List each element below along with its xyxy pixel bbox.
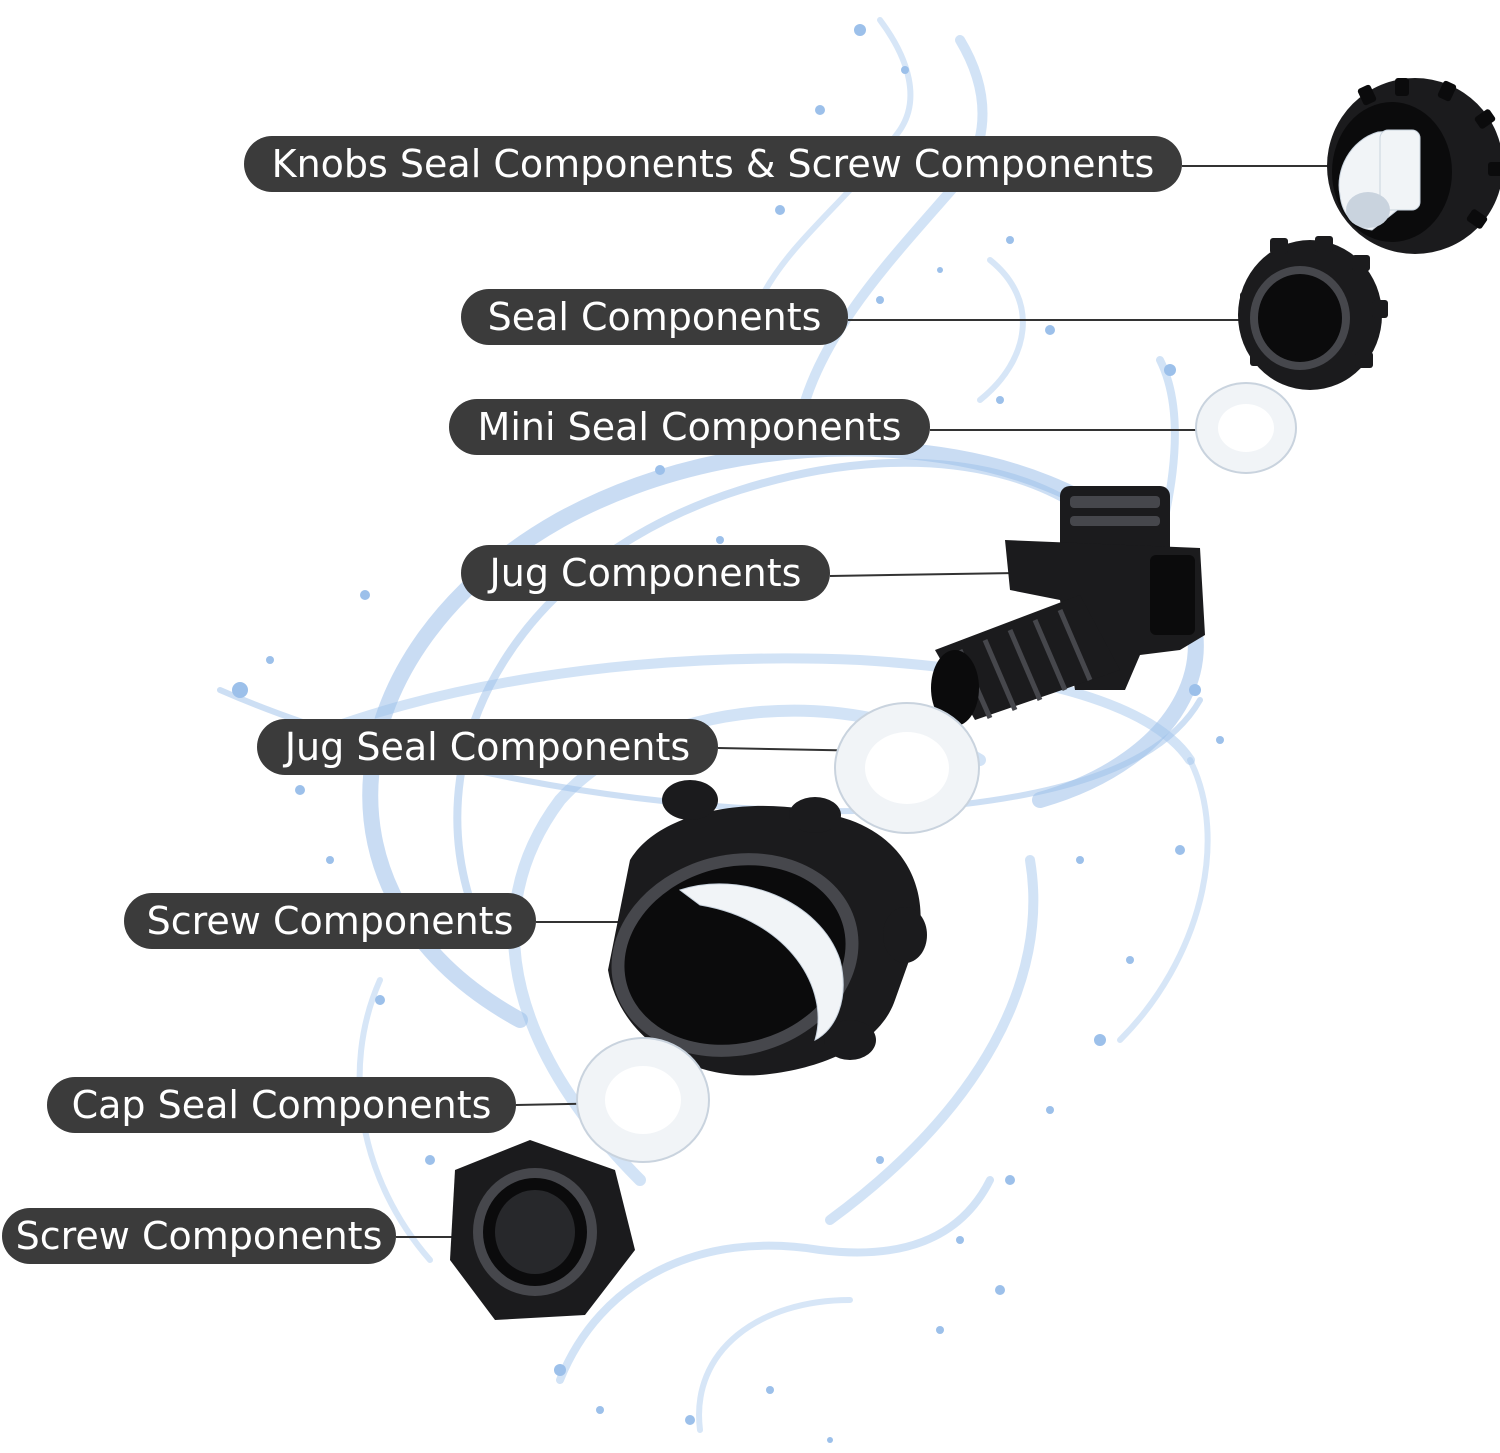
water-droplets	[232, 24, 1224, 1443]
spigot-body-icon	[931, 486, 1205, 726]
label-screw-small: Screw Components	[2, 1208, 396, 1264]
washer-icon	[1195, 382, 1297, 474]
washer-icon	[834, 702, 980, 834]
label-jug-seal: Jug Seal Components	[257, 719, 718, 775]
hex-nut-icon	[450, 1140, 635, 1320]
label-cap-seal: Cap Seal Components	[47, 1077, 516, 1133]
washer-icon	[576, 1037, 710, 1163]
label-knobs-seal-screw: Knobs Seal Components & Screw Components	[244, 136, 1182, 192]
label-jug: Jug Components	[461, 545, 830, 601]
label-screw-large: Screw Components	[124, 893, 536, 949]
threaded-cap-icon	[608, 780, 927, 1076]
label-seal: Seal Components	[461, 289, 848, 345]
ribbed-nut-icon	[1238, 236, 1388, 390]
label-mini-seal: Mini Seal Components	[449, 399, 930, 455]
knob-cap-with-nozzle-icon	[1327, 78, 1500, 254]
